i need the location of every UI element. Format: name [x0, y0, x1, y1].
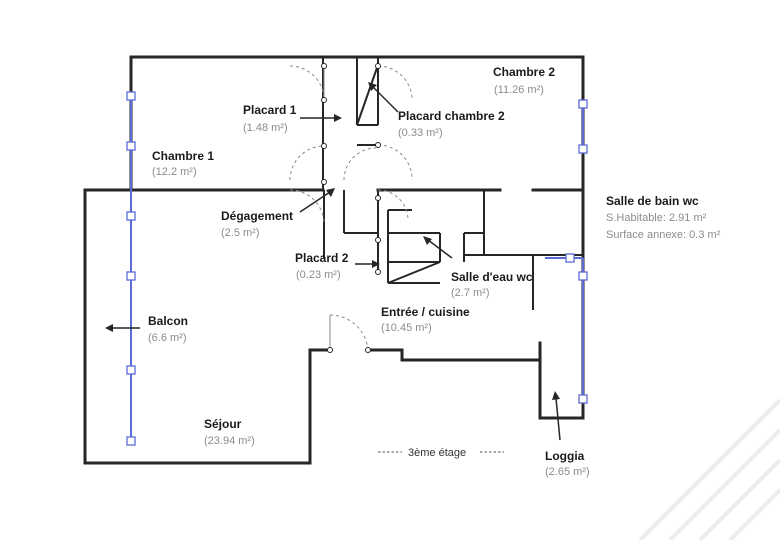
room-name-balcon: Balcon [148, 314, 188, 328]
room-area-degagement: (2.5 m²) [221, 227, 260, 239]
room-area-salle-deau: (2.7 m²) [451, 287, 490, 299]
floor-indicator: 3ème étage [378, 447, 504, 459]
watermark-stripes [638, 398, 780, 540]
room-name-degagement: Dégagement [221, 209, 293, 223]
room-labels: Chambre 1 (12.2 m²) Placard 1 (1.48 m²) … [148, 65, 721, 478]
room-name-loggia: Loggia [545, 449, 585, 463]
room-area-placard-2: (0.23 m²) [296, 269, 341, 281]
room-area-placard-chambre-2: (0.33 m²) [398, 127, 443, 139]
room-name-sejour: Séjour [204, 417, 242, 431]
room-name-salle-de-bain: Salle de bain wc [606, 194, 699, 208]
placard-hatching [356, 64, 441, 284]
room-area-chambre-2: (11.26 m²) [494, 84, 544, 96]
room-name-salle-deau: Salle d'eau wc [451, 270, 533, 284]
room-area-salle-de-bain-annexe: Surface annexe: 0.3 m² [606, 229, 721, 241]
room-name-chambre-1: Chambre 1 [152, 149, 214, 163]
room-name-entree-cuisine: Entrée / cuisine [381, 305, 470, 319]
doors [289, 63, 413, 353]
room-area-balcon: (6.6 m²) [148, 332, 187, 344]
windows [126, 91, 588, 446]
floor-label: 3ème étage [408, 447, 466, 459]
arrows [105, 82, 561, 441]
room-area-chambre-1: (12.2 m²) [152, 166, 197, 178]
room-area-loggia: (2.65 m²) [545, 466, 590, 478]
room-area-salle-de-bain-habitable: S.Habitable: 2.91 m² [606, 212, 707, 224]
room-name-placard-chambre-2: Placard chambre 2 [398, 109, 505, 123]
room-area-sejour: (23.94 m²) [204, 435, 255, 447]
room-name-chambre-2: Chambre 2 [493, 65, 555, 79]
room-area-entree-cuisine: (10.45 m²) [381, 322, 432, 334]
room-name-placard-2: Placard 2 [295, 251, 349, 265]
room-area-placard-1: (1.48 m²) [243, 122, 288, 134]
room-name-placard-1: Placard 1 [243, 103, 297, 117]
